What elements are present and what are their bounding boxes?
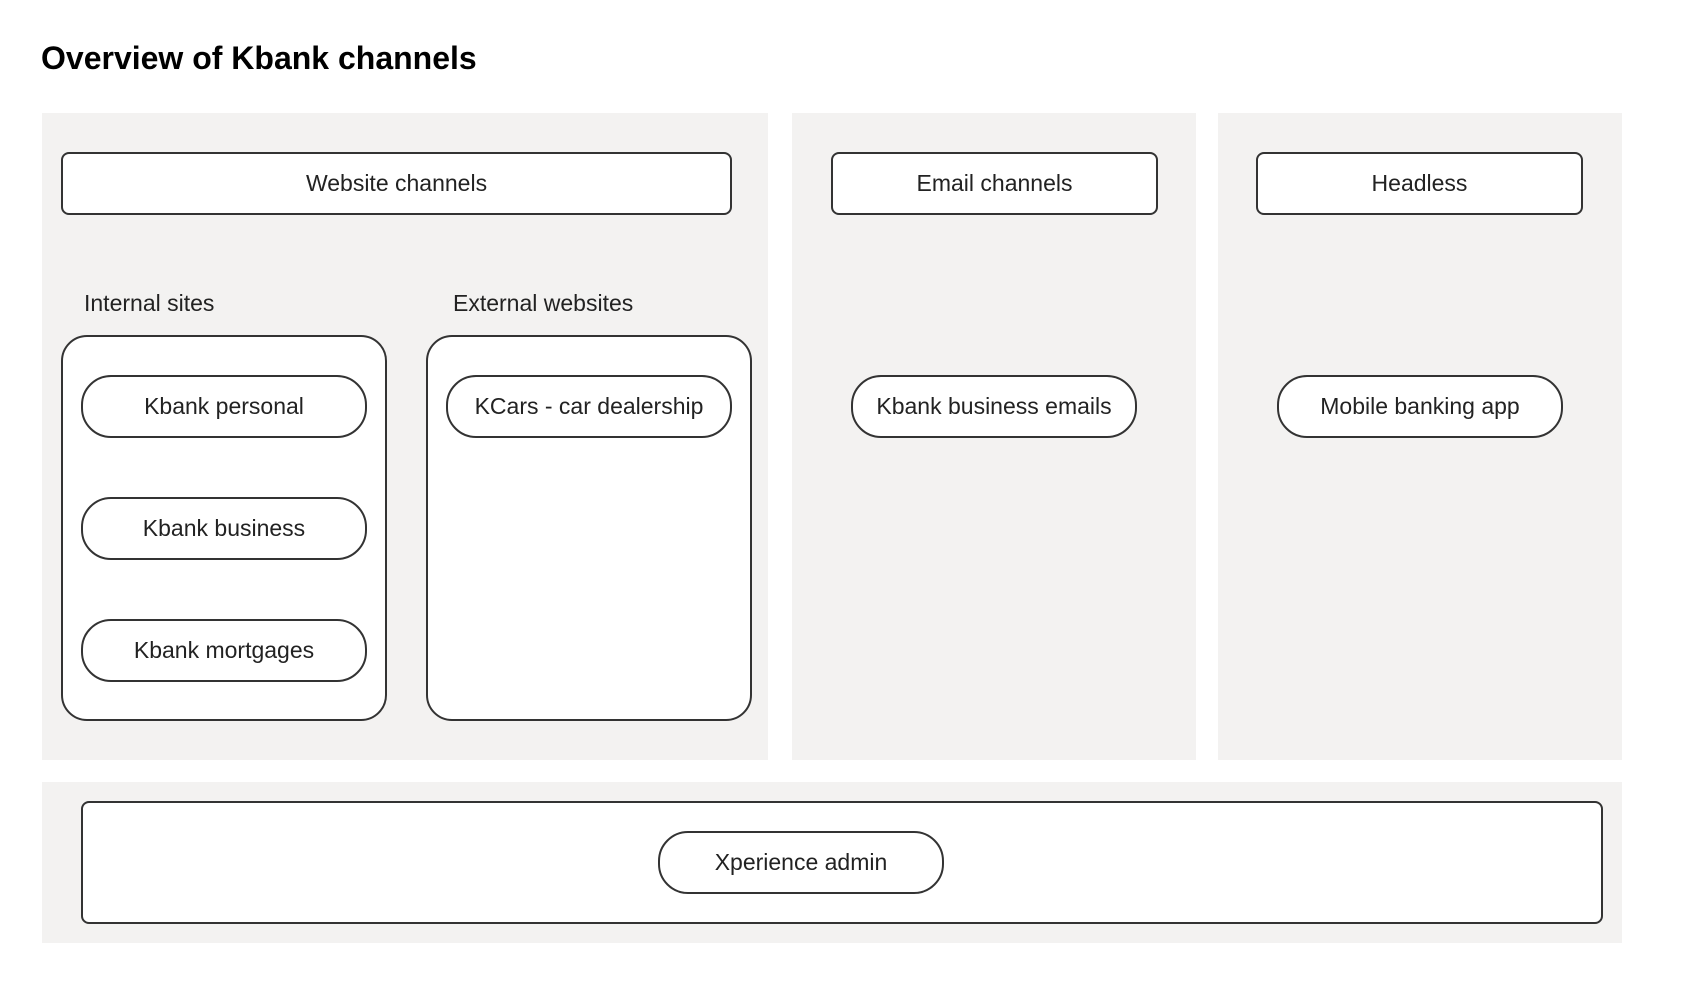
external-websites-label: External websites	[453, 290, 634, 316]
node-kbank-business: Kbank business	[81, 497, 367, 560]
website-channels-header: Website channels	[61, 152, 732, 215]
node-kcars-car-dealership: KCars - car dealership	[446, 375, 732, 438]
node-mobile-banking-app: Mobile banking app	[1277, 375, 1563, 438]
node-kbank-personal: Kbank personal	[81, 375, 367, 438]
node-xperience-admin: Xperience admin	[658, 831, 944, 894]
node-kbank-mortgages: Kbank mortgages	[81, 619, 367, 682]
email-channels-header: Email channels	[831, 152, 1158, 215]
admin-container	[81, 801, 1603, 924]
node-kbank-business-emails: Kbank business emails	[851, 375, 1137, 438]
headless-header: Headless	[1256, 152, 1583, 215]
internal-sites-label: Internal sites	[84, 290, 215, 316]
page-title: Overview of Kbank channels	[41, 40, 477, 76]
